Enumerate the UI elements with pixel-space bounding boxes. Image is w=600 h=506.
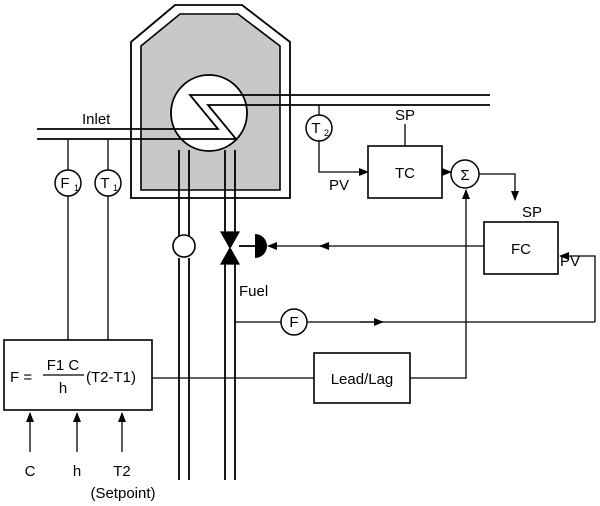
valve-actuator (255, 234, 267, 258)
t2-sub: 2 (324, 128, 329, 138)
outlet-temp-instrument: T 2 (305, 105, 369, 176)
fuel-f-letter: F (289, 314, 298, 331)
input-c-label: C (25, 463, 36, 480)
tc-pv-label: PV (329, 177, 349, 194)
inlet-pipe (37, 94, 490, 140)
formula-numerator: F1 C (47, 357, 80, 374)
f1-sub: 1 (74, 183, 79, 193)
tc-sp-label: SP (395, 107, 415, 124)
input-t2-label: T2 (113, 463, 131, 480)
fc-controller: FC (267, 221, 596, 322)
lead-lag-label: Lead/Lag (331, 371, 394, 388)
t2-letter: T (311, 120, 320, 137)
tc-controller: TC SP (367, 107, 452, 199)
fc-pv-label: PV (560, 253, 580, 270)
lead-lag-block: Lead/Lag (313, 189, 470, 404)
flow-element-circle (172, 234, 196, 258)
fc-label: FC (511, 241, 531, 258)
heater-coil (170, 74, 248, 152)
fc-sp-label: SP (522, 204, 542, 221)
inlet-flow-instrument: F 1 (54, 139, 82, 340)
feedforward-calc-block: F = F1 C h (T2-T1) (3, 339, 314, 411)
formula-tail: (T2-T1) (86, 369, 136, 386)
formula-denominator: h (59, 380, 67, 397)
tube-pipes (178, 150, 236, 480)
f1-letter: F (60, 175, 69, 192)
t1-sub: 1 (113, 183, 118, 193)
formula-inputs: C h T2 (Setpoint) (25, 412, 156, 502)
t1-letter: T (100, 175, 109, 192)
inlet-label: Inlet (82, 111, 111, 128)
fuel-label: Fuel (239, 283, 268, 300)
fuel-control-valve[interactable] (219, 231, 267, 265)
summer-symbol: Σ (460, 167, 469, 184)
input-t2-note: (Setpoint) (90, 485, 155, 502)
summer-block: Σ (450, 159, 519, 201)
tc-label: TC (395, 165, 415, 182)
inlet-temp-instrument: T 1 (94, 139, 122, 340)
input-h-label: h (73, 463, 81, 480)
formula-lhs: F = (10, 369, 32, 386)
fuel-flow-instrument: F (235, 308, 595, 336)
